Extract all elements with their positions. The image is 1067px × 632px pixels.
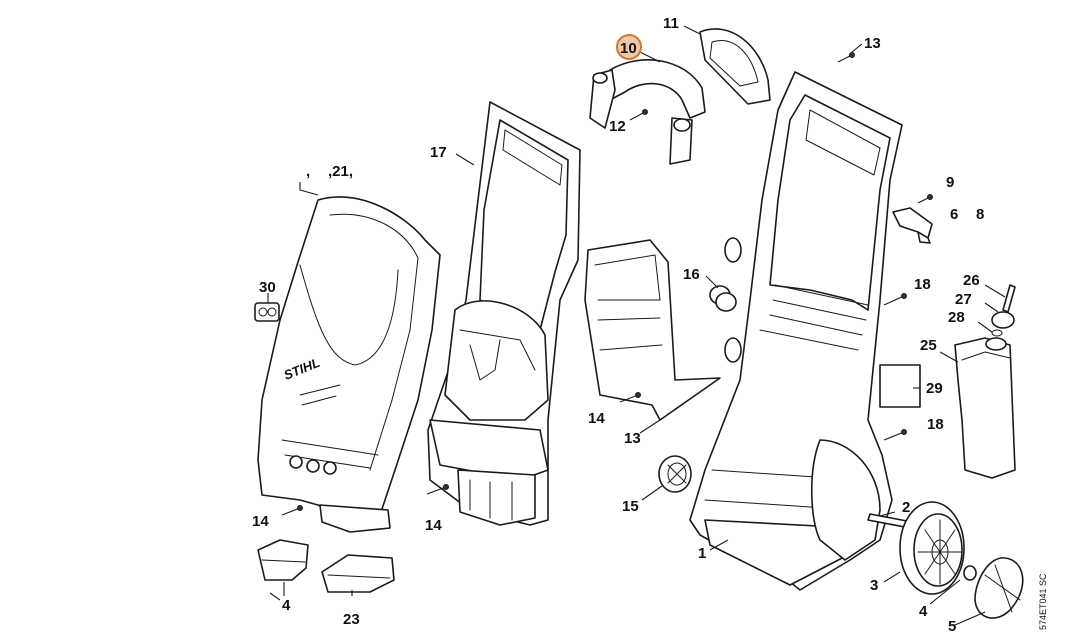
- part-10-handle-bracket: [589, 59, 706, 165]
- label-1[interactable]: 1: [698, 545, 706, 562]
- label-11[interactable]: 11: [663, 15, 679, 32]
- part-3-wheel: [899, 501, 965, 595]
- part-5-hubcap: [974, 557, 1024, 619]
- label-6[interactable]: 6: [950, 206, 958, 223]
- label-10[interactable]: 10: [620, 40, 637, 57]
- part-30-switch: [254, 302, 280, 322]
- part-29-label: [879, 364, 921, 408]
- label-4-right[interactable]: 4: [919, 603, 928, 620]
- part-25-detergent-tank: [954, 337, 1016, 479]
- part-11-handle-cap: [699, 28, 771, 105]
- label-12[interactable]: 12: [609, 118, 626, 135]
- label-13-top[interactable]: 13: [864, 35, 881, 52]
- screws: [281, 52, 933, 516]
- label-18-bottom[interactable]: 18: [927, 416, 944, 433]
- label-28[interactable]: 28: [948, 309, 965, 326]
- part-4-washer: [963, 565, 977, 581]
- label-13-bottom[interactable]: 13: [624, 430, 641, 447]
- drawing-code: 574ET041 SC: [1038, 573, 1048, 630]
- label-14-left[interactable]: 14: [252, 513, 269, 530]
- part-8-clip: [892, 207, 933, 244]
- part-24-foot: [257, 539, 309, 581]
- label-4-left[interactable]: 4: [282, 597, 291, 614]
- part-27-cap: [991, 311, 1015, 329]
- label-16[interactable]: 16: [683, 266, 700, 283]
- label-9[interactable]: 9: [946, 174, 954, 191]
- part-16-plug: [709, 285, 737, 312]
- label-17[interactable]: 17: [430, 144, 447, 161]
- label-14-middle[interactable]: 14: [588, 410, 605, 427]
- part-1-main-housing: [689, 71, 903, 591]
- part-23-foot: [321, 554, 395, 593]
- label-3[interactable]: 3: [870, 577, 878, 594]
- label-15[interactable]: 15: [622, 498, 639, 515]
- label-23[interactable]: 23: [343, 611, 360, 628]
- label-14-center[interactable]: 14: [425, 517, 442, 534]
- label-2[interactable]: 2: [902, 499, 910, 516]
- part-28-seal: [991, 329, 1003, 337]
- label-21[interactable]: ,21,: [328, 163, 353, 180]
- label-5[interactable]: 5: [948, 618, 956, 632]
- label-30[interactable]: 30: [259, 279, 276, 296]
- label-18-top[interactable]: 18: [914, 276, 931, 293]
- label-21-prefix[interactable]: ,: [306, 163, 310, 180]
- leader-lines: [267, 25, 1006, 626]
- label-8[interactable]: 8: [976, 206, 984, 223]
- highlight-marker: [616, 34, 642, 60]
- part-26-hose: [1002, 284, 1016, 313]
- label-29[interactable]: 29: [926, 380, 943, 397]
- label-26[interactable]: 26: [963, 272, 980, 289]
- label-27[interactable]: 27: [955, 291, 972, 308]
- label-25[interactable]: 25: [920, 337, 937, 354]
- part-labels: 10 11 12 13 17 , ,21, 30 9 6 8 16 18 26 …: [252, 15, 984, 632]
- part-21-front-cover: STIHL: [257, 196, 441, 533]
- part-17-inner-frame: [427, 101, 581, 526]
- part-13-rear-cover: [584, 239, 721, 421]
- part-15-reel: [658, 455, 692, 493]
